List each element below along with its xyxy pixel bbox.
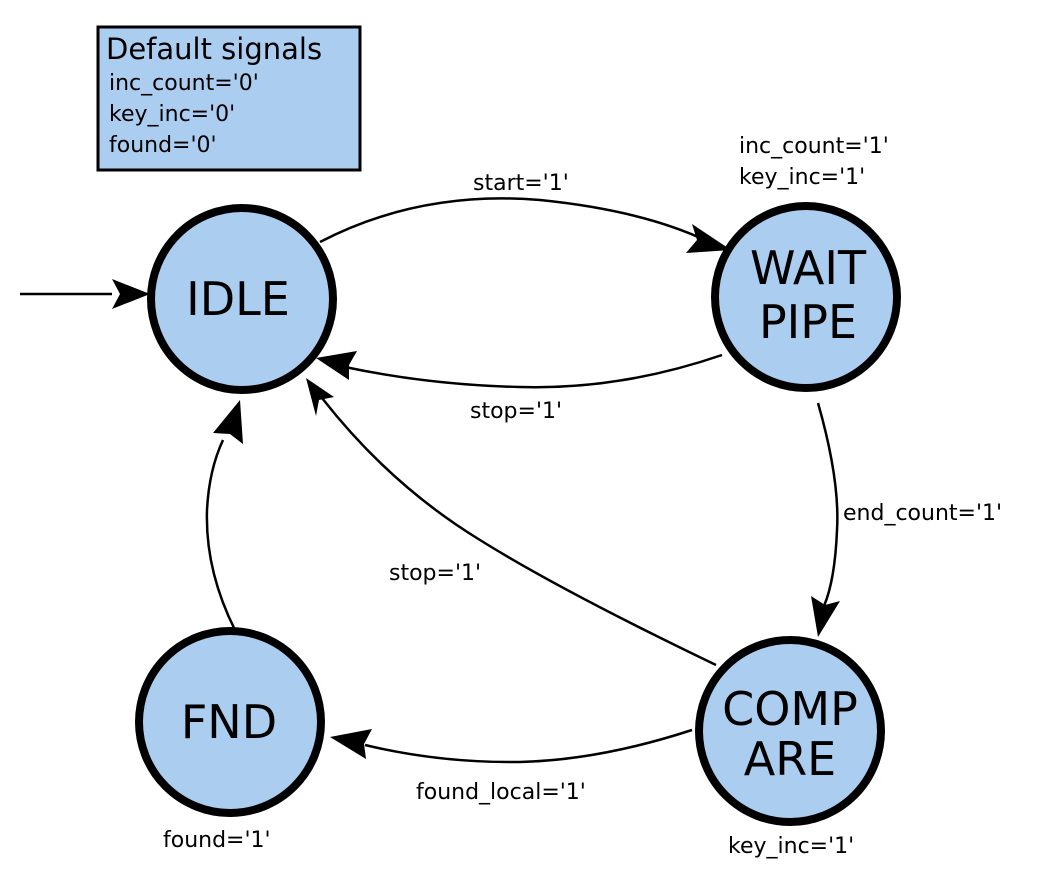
arrowhead-compare-to-idle <box>306 378 334 416</box>
edge-wait-pipe-to-compare <box>816 402 839 607</box>
default-signals-title: Default signals <box>106 32 322 66</box>
edge-idle-to-wait-pipe <box>319 197 706 244</box>
state-idle-label: IDLE <box>186 272 290 326</box>
transition-compare-to-idle: stop='1' <box>306 378 717 667</box>
default-signal-inc-count: inc_count='0' <box>109 71 259 96</box>
label-idle-to-wait-pipe: start='1' <box>473 171 569 196</box>
label-compare-to-idle: stop='1' <box>389 561 481 586</box>
initial-transition-arrowhead <box>112 279 150 309</box>
transition-wait-pipe-to-idle: stop='1' <box>316 351 723 424</box>
transition-idle-to-wait-pipe: start='1' <box>319 171 731 253</box>
edge-wait-pipe-to-idle <box>344 353 723 389</box>
transition-compare-to-fnd: found_local='1' <box>330 728 693 805</box>
state-compare-label-line1: COMP <box>722 682 858 736</box>
arrowhead-wait-pipe-to-idle <box>316 351 357 380</box>
state-fnd-output-found: found='1' <box>163 828 271 853</box>
state-wait-pipe-label-line1: WAIT <box>750 241 867 295</box>
default-signal-found: found='0' <box>109 133 217 158</box>
default-signal-key-inc: key_inc='0' <box>109 102 235 127</box>
transition-wait-pipe-to-compare: end_count='1' <box>811 402 1002 637</box>
arrowhead-wait-pipe-to-compare <box>811 596 840 637</box>
edge-compare-to-idle <box>321 397 717 667</box>
state-compare: COMP ARE key_inc='1' <box>695 636 885 859</box>
state-idle-circle <box>147 204 337 394</box>
initial-transition <box>20 279 150 309</box>
state-idle: IDLE <box>147 204 337 394</box>
default-signals-box: Default signals inc_count='0' key_inc='0… <box>96 25 362 172</box>
state-compare-label-line2: ARE <box>744 732 837 786</box>
state-fnd: FND found='1' <box>135 627 325 853</box>
edge-compare-to-fnd <box>364 728 693 764</box>
state-wait-pipe: WAIT PIPE inc_count='1' key_inc='1' <box>711 134 901 392</box>
state-fnd-label: FND <box>181 695 277 749</box>
label-wait-pipe-to-compare: end_count='1' <box>843 501 1002 526</box>
label-wait-pipe-to-idle: stop='1' <box>470 399 562 424</box>
state-fnd-circle <box>135 627 325 817</box>
default-signals-rect <box>96 25 362 172</box>
state-wait-pipe-label-line2: PIPE <box>759 295 857 349</box>
state-wait-pipe-output-inc-count: inc_count='1' <box>739 134 889 159</box>
state-compare-circle <box>695 636 885 826</box>
transition-fnd-to-idle <box>205 400 243 631</box>
edge-fnd-to-idle <box>205 439 237 631</box>
state-wait-pipe-output-key-inc: key_inc='1' <box>739 165 865 190</box>
arrowhead-fnd-to-idle <box>213 400 243 444</box>
label-compare-to-fnd: found_local='1' <box>416 780 586 805</box>
arrowhead-compare-to-fnd <box>330 729 372 759</box>
state-wait-pipe-circle <box>711 202 901 392</box>
arrowhead-idle-to-wait-pipe <box>686 224 731 253</box>
state-compare-output-key-inc: key_inc='1' <box>728 834 854 859</box>
